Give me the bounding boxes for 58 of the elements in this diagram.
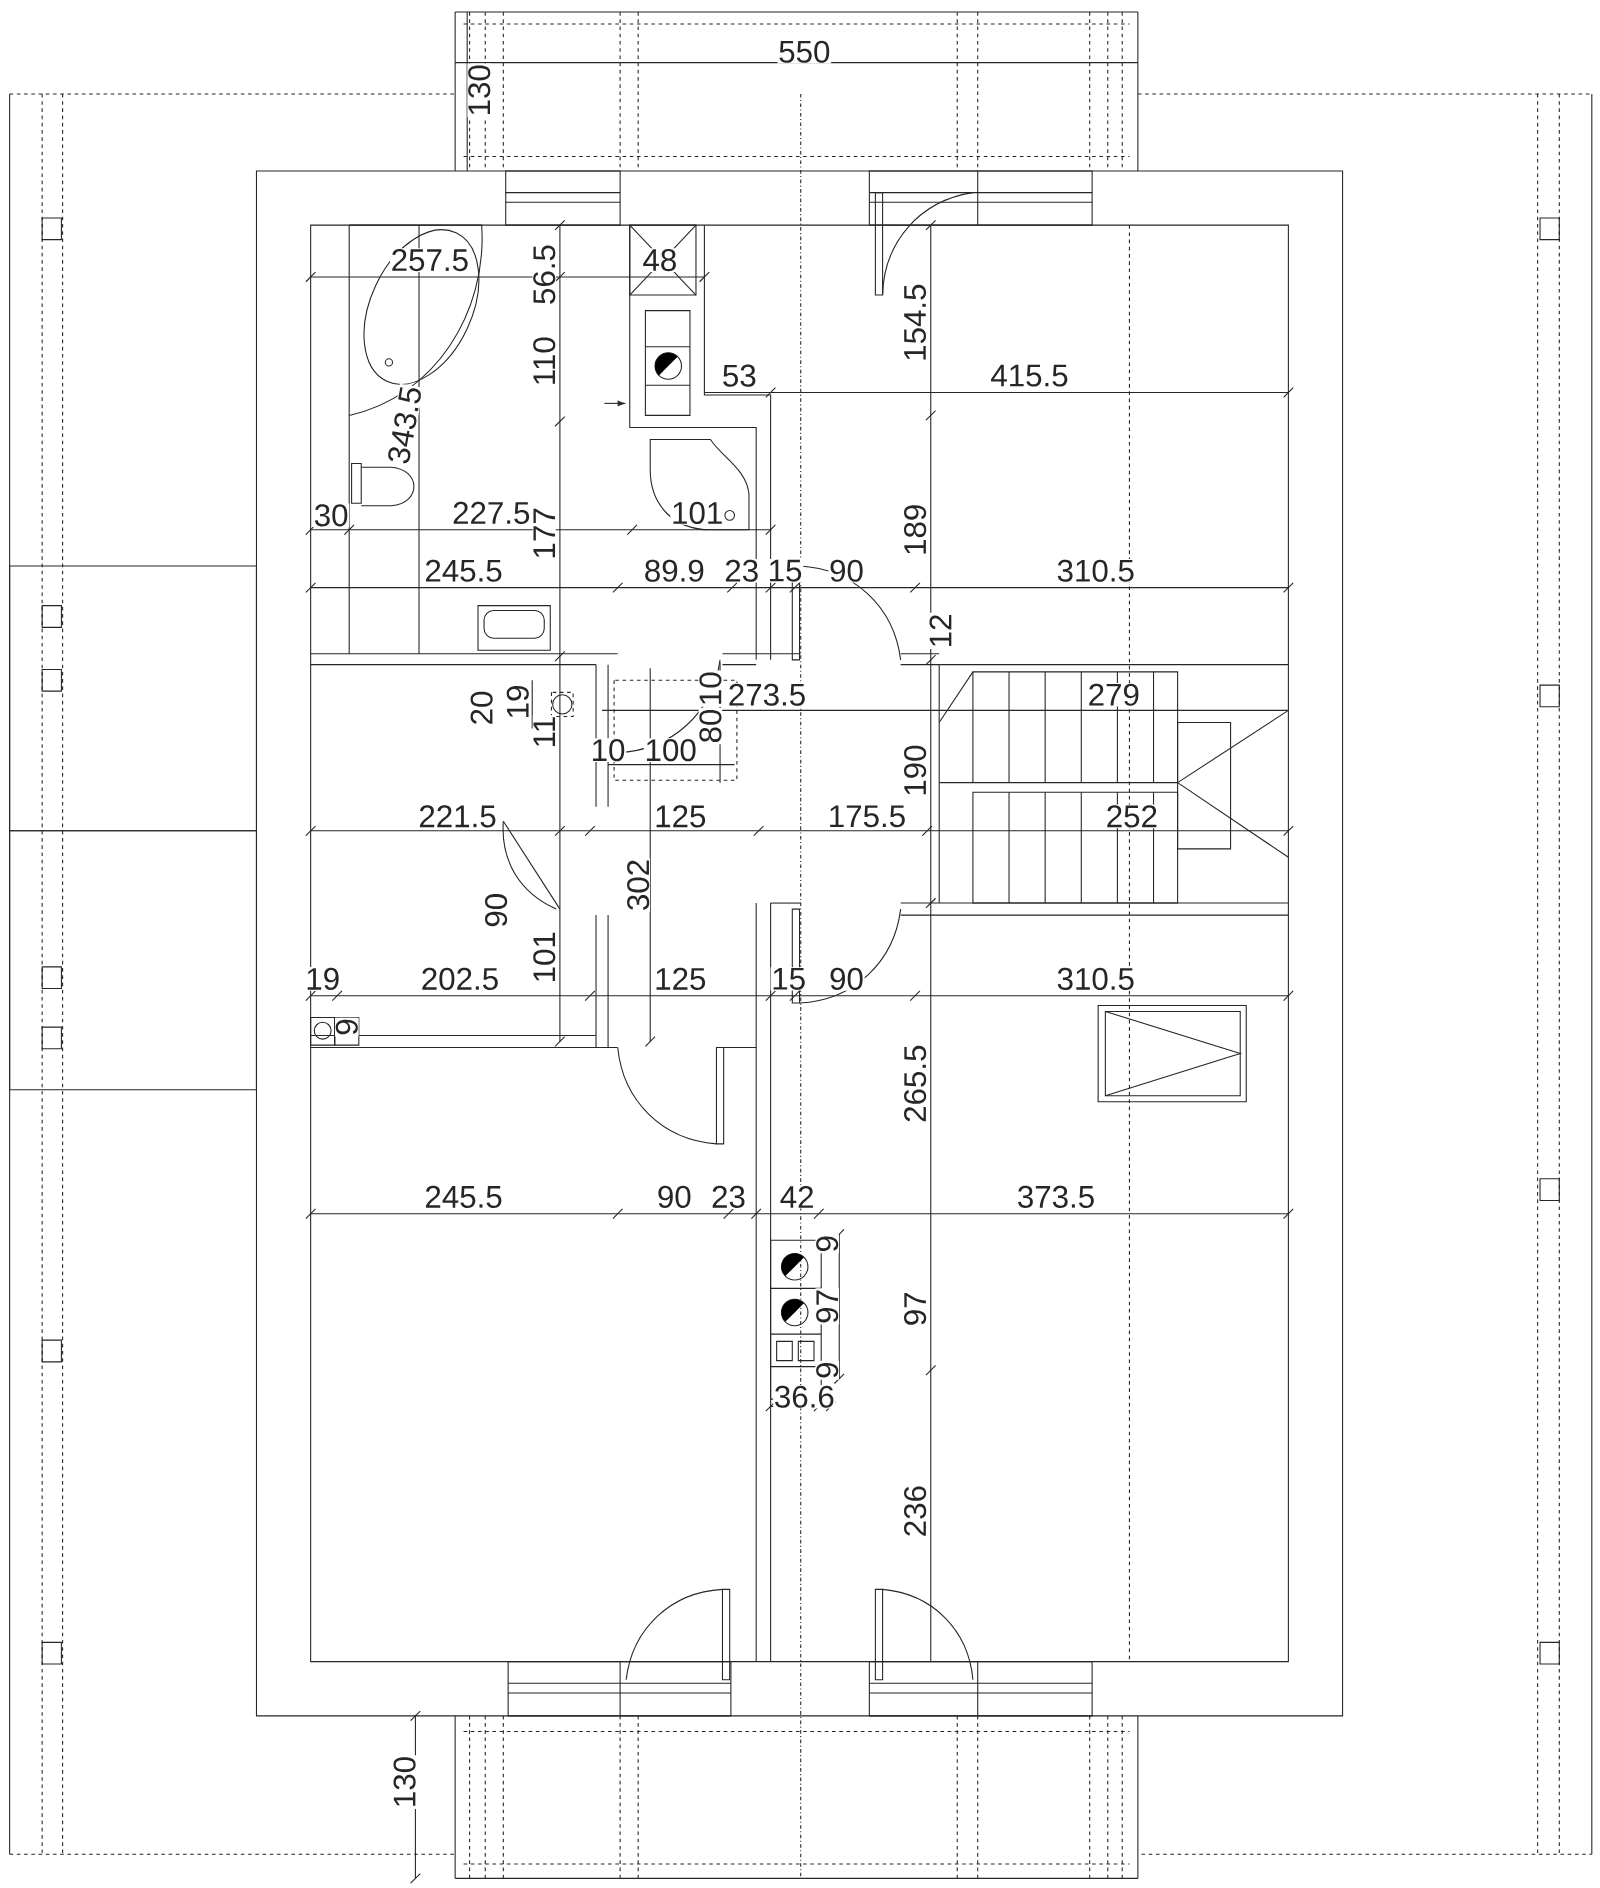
dimension-label: 130 [392,1755,417,1809]
dimension-label: 227.5 [451,501,532,525]
dimension-label: 23 [723,558,760,583]
dimension-label: 177 [532,506,556,561]
dimension-label: 279 [1086,682,1141,707]
dimension-label: 12 [928,612,952,650]
dimension-label: 189 [903,502,927,557]
dimension-label: 125 [653,967,708,991]
dimension-label: 257.5 [389,248,470,272]
dimension-label: 9 [815,1360,839,1380]
dimension-label: 90 [828,558,865,583]
dimension-label: 125 [653,804,708,829]
dimension-label: 550 [777,39,832,64]
dimension-label: 90 [656,1185,693,1209]
dimension-label: 415.5 [989,364,1070,388]
dimension-label: 202.5 [419,967,500,991]
dimension-label: 310.5 [1055,558,1136,583]
dimension-label: 9 [815,1234,839,1254]
dimension-label: 245.5 [423,1185,504,1209]
dimension-label: 97 [815,1288,839,1325]
dimension-label: 221.5 [417,804,498,829]
dimension-label: 110 [532,335,556,387]
dimension-label: 97 [903,1290,927,1327]
dimension-label: 53 [721,363,758,388]
dimension-label: 273.5 [727,682,807,707]
dimension-label: 154.5 [903,282,927,363]
dimension-label: 90 [484,892,508,929]
dimension-label: 11 [532,715,556,750]
dimension-label: 90 [828,967,865,991]
dimension-label: 373.5 [1016,1185,1096,1209]
dimension-label: 56.5 [532,243,556,306]
dimension-label: 19 [505,683,530,721]
dimension-label: 130 [467,63,491,118]
dimension-label: 190 [903,743,927,798]
dimension-label: 23 [710,1185,747,1209]
dimension-label: 15 [770,967,807,991]
dimension-label: 343.5 [385,383,423,467]
dimension-label: 101 [532,930,556,985]
dimension-label: 236 [903,1484,927,1538]
dimension-label: 10 [589,738,627,762]
dimension-label: 30 [312,503,350,528]
dimension-label: 19 [304,967,341,991]
dimension-label: 36.6 [773,1384,836,1409]
dimension-label: 100 [643,738,698,762]
dimension-label: 48 [641,248,678,272]
dimension-label: 20 [469,689,494,727]
dimension-label: 10 [698,670,723,707]
dimension-label: 15 [766,559,804,583]
dimension-label: 89.9 [643,558,706,583]
dimension-label: 265.5 [903,1043,927,1124]
dimension-label: 252 [1104,804,1159,829]
dimension-label: 302 [626,858,650,912]
dimension-label: 175.5 [826,804,907,828]
dimension-label: 310.5 [1055,967,1136,991]
dimension-label: 245.5 [423,558,504,583]
dimension-label: 101 [670,501,724,525]
dimension-label: 80 [698,707,723,745]
dimension-label: 42 [778,1185,816,1209]
